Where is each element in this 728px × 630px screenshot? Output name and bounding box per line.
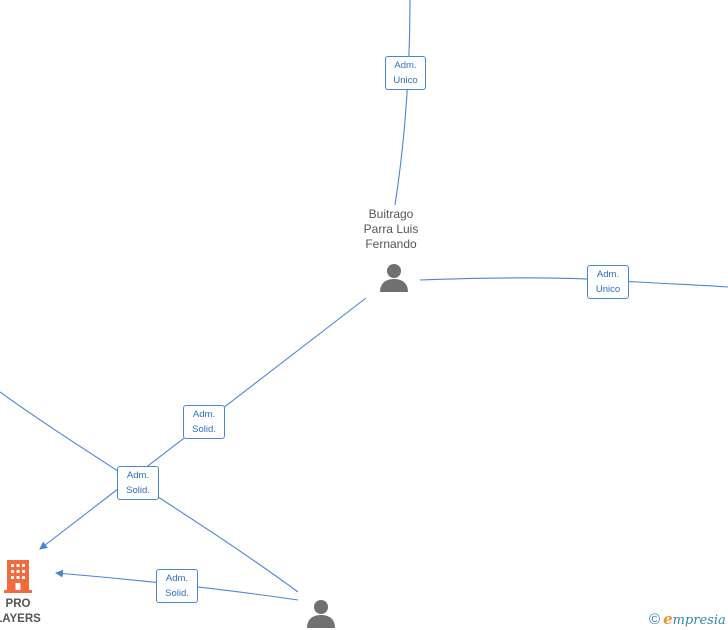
edge-label-line: Adm. (165, 573, 189, 584)
empresia-logo: © empresia (649, 609, 726, 629)
brand-rest: mpresia (672, 613, 726, 628)
edge-label-bottom[interactable]: Adm. Solid. (156, 569, 198, 603)
person-name-buitrago[interactable]: Buitrago Parra Luis Fernando (348, 207, 434, 252)
edge-label-to-company[interactable]: Adm. Solid. (183, 405, 225, 439)
company-name-line: LAYERS (0, 613, 41, 625)
edge-label-line: Unico (393, 75, 418, 86)
person-icon[interactable] (306, 598, 336, 628)
edge-label-line: Adm. (394, 60, 417, 71)
brand-initial: e (663, 610, 673, 628)
edge-label-line: Adm. (126, 470, 150, 481)
edge-label-line: Solid. (192, 424, 216, 435)
copyright-symbol: © (649, 610, 661, 628)
company-name-line: PRO (5, 598, 31, 610)
building-icon[interactable] (2, 558, 34, 594)
edge-label-line: Solid. (165, 588, 189, 599)
edge-label-line: Adm. (596, 269, 620, 280)
edge-label-line: Adm. (192, 409, 216, 420)
edge-line-top (394, 0, 411, 206)
edge-label-cross[interactable]: Adm. Solid. (117, 466, 159, 500)
person-icon[interactable] (379, 262, 409, 292)
edge-label-line: Unico (595, 284, 621, 295)
person-name-line: Parra Luis (363, 222, 419, 236)
brand-wordmark: empresia (663, 610, 726, 628)
company-name-pro-layers[interactable]: PRO LAYERS (0, 597, 46, 627)
person-name-line: Buitrago (368, 207, 414, 221)
edge-label-right[interactable]: Adm. Unico (587, 265, 629, 299)
edge-line-right (419, 277, 728, 288)
edge-label-line: Solid. (126, 485, 150, 496)
person-name-line: Fernando (365, 237, 417, 251)
edge-label-top[interactable]: Adm. Unico (385, 56, 426, 90)
